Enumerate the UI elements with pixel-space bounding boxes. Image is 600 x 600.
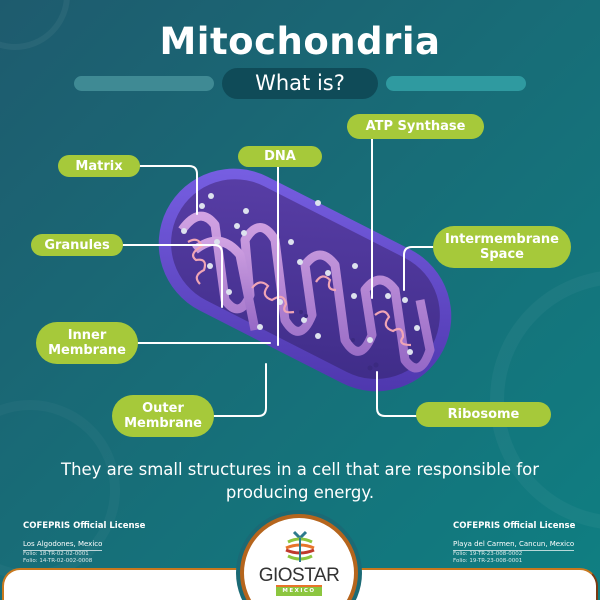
decorative-bar (386, 76, 526, 91)
label-line: Membrane (124, 416, 202, 431)
decorative-bar (74, 76, 214, 91)
license-title: COFEPRIS Official License (453, 521, 576, 531)
license-folio: Folio: 18-TR-02-02-0001 (23, 551, 89, 557)
license-location: Los Algodones, Mexico (23, 540, 103, 551)
label-line: Intermembrane (444, 232, 559, 247)
label-dna: DNA (238, 146, 322, 167)
label-matrix: Matrix (58, 155, 140, 177)
subtitle-pill: What is? (222, 68, 378, 99)
dna-strands (187, 238, 412, 347)
license-folio: Folio: 14-TR-02-002-0008 (23, 558, 93, 564)
label-outer-membrane: Outer Membrane (112, 395, 214, 437)
license-block-right: COFEPRIS Official License Playa del Carm… (453, 521, 575, 565)
label-granules: Granules (31, 234, 123, 256)
logo-name: GIOSTAR (258, 565, 340, 586)
license-title: COFEPRIS Official License (23, 521, 146, 531)
label-inner-membrane: Inner Membrane (36, 322, 138, 364)
giostar-logo-icon (285, 530, 315, 562)
label-ribosome: Ribosome (416, 402, 551, 427)
label-line: Inner (67, 328, 107, 343)
license-block-left: COFEPRIS Official License Los Algodones,… (23, 521, 145, 565)
license-location: Playa del Carmen, Cancun, Mexico (453, 540, 575, 551)
logo-subtitle: MEXICO (276, 587, 322, 596)
leader-lines (122, 138, 434, 417)
label-line: Space (480, 247, 524, 262)
logo-divider (276, 585, 322, 587)
label-line: Outer (142, 401, 184, 416)
license-folio: Folio: 19-TR-23-008-0002 (453, 551, 523, 557)
label-intermembrane-space: Intermembrane Space (433, 226, 571, 268)
page-title: Mitochondria (159, 20, 441, 63)
ribosome-dots (299, 310, 379, 371)
label-line: Membrane (48, 343, 126, 358)
description-text: They are small structures in a cell that… (60, 460, 540, 502)
license-folio: Folio: 19-TR-23-008-0001 (453, 558, 523, 564)
granules-dots (181, 193, 420, 355)
label-atp-synthase: ATP Synthase (347, 114, 484, 139)
